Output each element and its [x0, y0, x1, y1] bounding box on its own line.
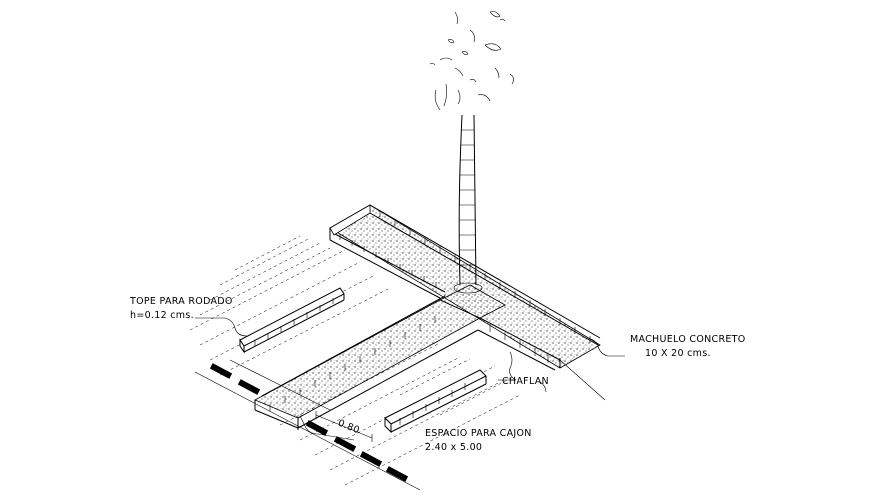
- espacio-label-line2: 2.40 x 5.00: [425, 442, 482, 453]
- planter-back-arm: [329, 204, 601, 369]
- curb-ticks: [269, 210, 591, 411]
- machuelo-label-line2: 10 X 20 cms.: [645, 348, 711, 359]
- wheel-stop-right: [384, 369, 487, 434]
- tope-label-line1: TOPE PARA RODADO: [129, 296, 233, 307]
- machuelo-label-line1: MACHUELO CONCRETO: [630, 334, 746, 345]
- palm-trunk: [453, 114, 483, 294]
- leader-lines: [195, 317, 625, 441]
- espacio-label-line1: ESPACIO PARA CAJON: [425, 428, 532, 439]
- tope-label-line2: h=0.12 cms.: [130, 310, 194, 321]
- stall-dashed-lines: [189, 235, 521, 486]
- wheel-stop-left: [239, 287, 345, 354]
- dimension-080-label: 0.80: [336, 418, 361, 437]
- dimension-080: 0.80: [315, 411, 373, 442]
- planter-cross-arm: [254, 284, 561, 430]
- chaflan-label: CHAFLAN: [502, 376, 549, 387]
- palm-fronds: [429, 11, 514, 111]
- stall-paint-marks: [209, 363, 409, 482]
